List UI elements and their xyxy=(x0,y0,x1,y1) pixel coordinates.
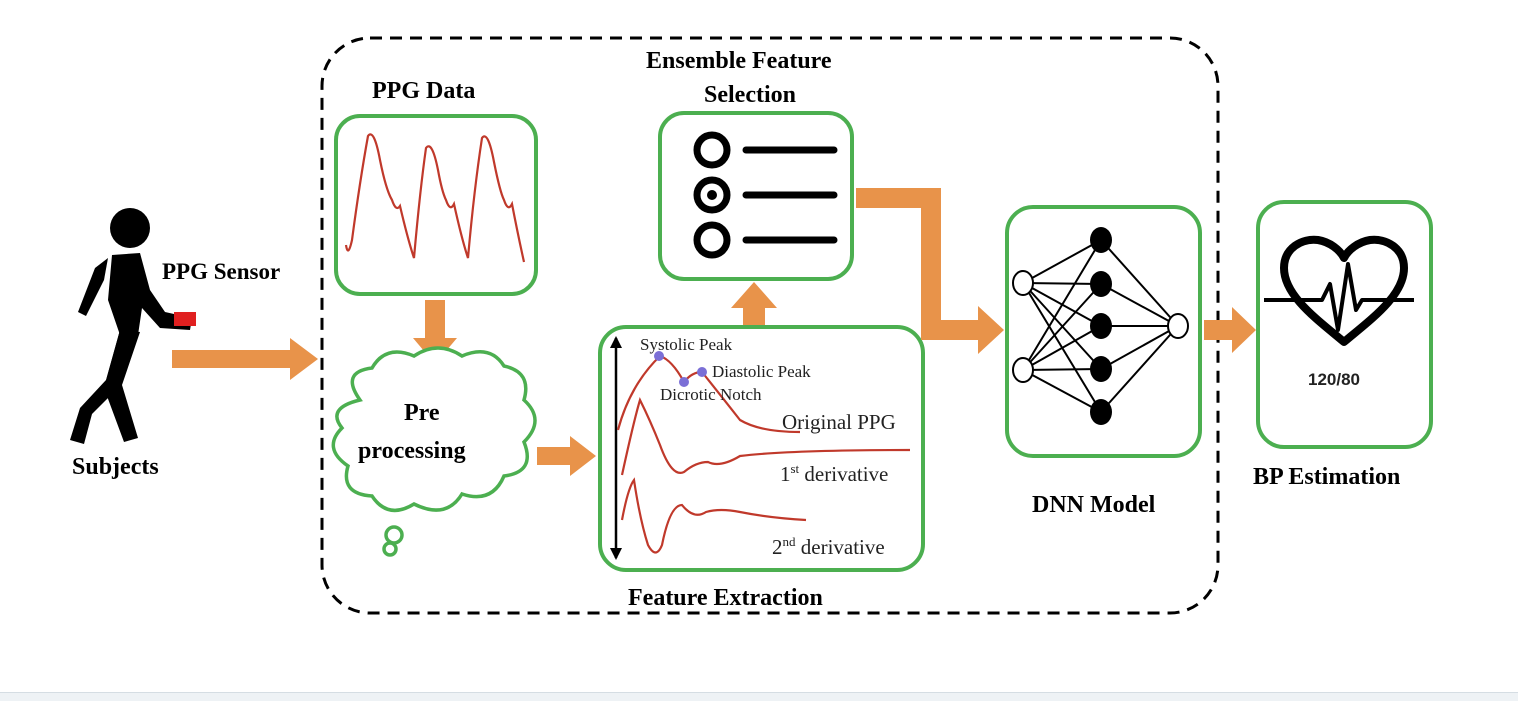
dicrotic-notch-marker xyxy=(679,377,689,387)
original-ppg-curve xyxy=(616,354,801,434)
bottom-strip xyxy=(0,692,1518,701)
arrow-feature-to-ensemble xyxy=(731,282,777,328)
dnn-model-label: DNN Model xyxy=(1032,492,1156,518)
ppg-data-title: PPG Data xyxy=(372,78,475,104)
arrow-subjects-to-preprocessing xyxy=(172,338,318,380)
thought-cloud-icon xyxy=(331,346,537,557)
ensemble-title-line2: Selection xyxy=(704,82,796,108)
feature-extraction-box xyxy=(598,325,925,572)
ppg-sensor-label: PPG Sensor xyxy=(162,259,280,284)
preprocessing-label-line1: Pre xyxy=(404,400,440,426)
system-boundary xyxy=(320,36,1220,615)
diastolic-peak-label: Diastolic Peak xyxy=(712,362,811,381)
ppg-data-box xyxy=(334,114,538,296)
neural-network-icon xyxy=(1012,227,1189,425)
arrow-preprocessing-to-feature xyxy=(537,436,596,476)
person-icon xyxy=(70,208,192,444)
subjects-label: Subjects xyxy=(72,454,159,480)
first-derivative-label: 1st derivative xyxy=(780,461,888,486)
bp-reading: 120/80 xyxy=(1308,370,1360,389)
ensemble-title-line1: Ensemble Feature xyxy=(646,48,832,74)
arrow-dnn-to-bp xyxy=(1204,307,1256,353)
preprocessing-label-line2: processing xyxy=(358,438,466,464)
bp-estimation-label: BP Estimation xyxy=(1253,464,1400,490)
second-derivative-label: 2nd derivative xyxy=(772,534,885,559)
arrow-ensemble-to-dnn xyxy=(856,188,1004,354)
dicrotic-notch-label: Dicrotic Notch xyxy=(660,385,762,404)
checklist-icon xyxy=(693,131,838,259)
systolic-peak-marker xyxy=(654,351,664,361)
original-ppg-label: Original PPG xyxy=(782,410,896,434)
feature-extraction-title: Feature Extraction xyxy=(628,585,823,611)
diastolic-peak-marker xyxy=(697,367,707,377)
first-derivative-curve xyxy=(620,397,911,476)
ppg-waveform xyxy=(344,133,526,263)
systolic-peak-label: Systolic Peak xyxy=(640,335,733,354)
bp-box xyxy=(1256,200,1433,449)
second-derivative-curve xyxy=(620,477,807,554)
ppg-sensor-device xyxy=(174,312,196,326)
heart-pulse-icon xyxy=(1264,235,1414,346)
